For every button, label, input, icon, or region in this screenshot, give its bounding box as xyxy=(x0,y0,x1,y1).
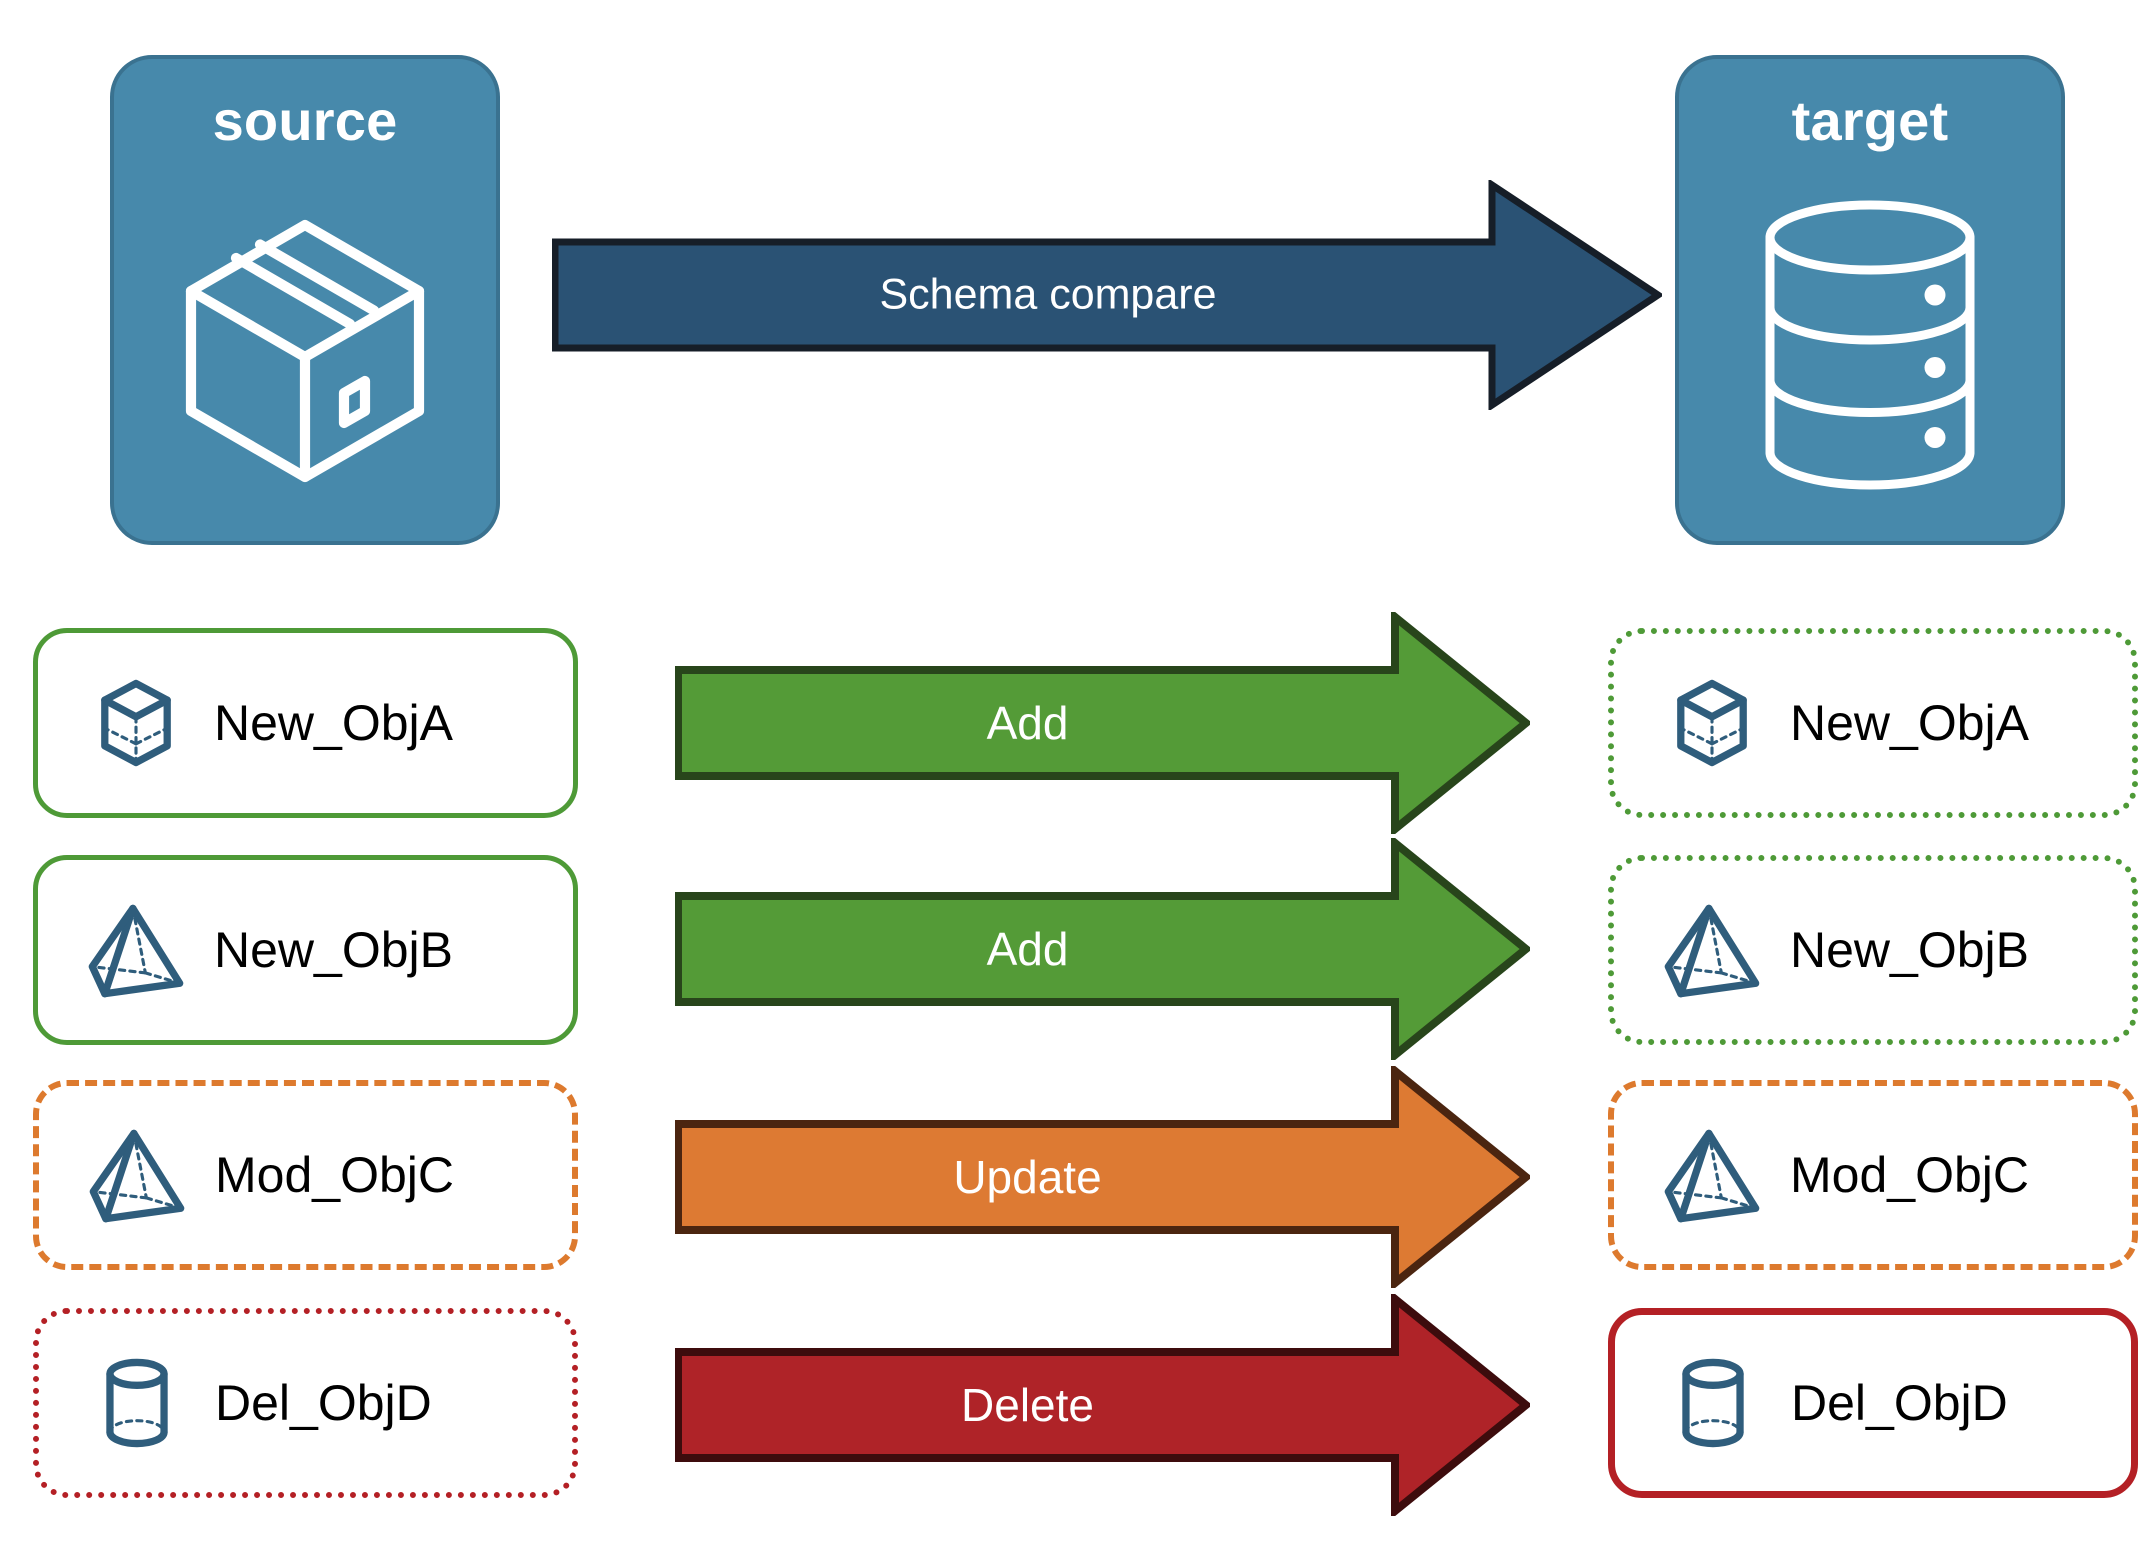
target-object-card[interactable]: New_ObjB xyxy=(1608,855,2138,1045)
target-object-card[interactable]: New_ObjA xyxy=(1608,628,2138,818)
wireframe-pyramid-icon xyxy=(1660,898,1764,1002)
wireframe-cylinder-icon xyxy=(85,1351,189,1455)
action-arrow-add-1[interactable]: Add xyxy=(674,608,1533,838)
package-box-icon xyxy=(114,149,496,541)
wireframe-pyramid-icon xyxy=(1660,1123,1764,1227)
target-object-label: Mod_ObjC xyxy=(1790,1147,2029,1203)
wireframe-pyramid-icon xyxy=(85,1123,189,1227)
target-object-label: New_ObjA xyxy=(1790,695,2029,751)
source-object-card[interactable]: New_ObjB xyxy=(33,855,578,1045)
target-object-card[interactable]: Del_ObjD xyxy=(1608,1308,2138,1498)
schema-compare-arrow[interactable]: Schema compare xyxy=(551,178,1665,412)
wireframe-pyramid-icon xyxy=(84,898,188,1002)
source-object-label: New_ObjA xyxy=(214,695,453,751)
source-object-label: New_ObjB xyxy=(214,922,453,978)
source-object-label: Mod_ObjC xyxy=(215,1147,454,1203)
wireframe-cylinder-icon xyxy=(1661,1351,1765,1455)
source-panel[interactable]: source xyxy=(110,55,500,545)
wireframe-cube-icon xyxy=(1660,671,1764,775)
target-panel[interactable]: target xyxy=(1675,55,2065,545)
database-cylinder-icon xyxy=(1679,149,2061,541)
source-object-card[interactable]: New_ObjA xyxy=(33,628,578,818)
target-panel-title: target xyxy=(1791,89,1949,152)
action-arrow-update[interactable]: Update xyxy=(674,1062,1533,1292)
action-arrow-add-2[interactable]: Add xyxy=(674,834,1533,1064)
action-arrow-delete[interactable]: Delete xyxy=(674,1290,1533,1520)
source-object-card[interactable]: Mod_ObjC xyxy=(33,1080,578,1270)
wireframe-cube-icon xyxy=(84,671,188,775)
source-object-card[interactable]: Del_ObjD xyxy=(33,1308,578,1498)
source-object-label: Del_ObjD xyxy=(215,1375,432,1431)
source-panel-title: source xyxy=(212,89,398,152)
target-object-label: New_ObjB xyxy=(1790,922,2029,978)
target-object-card[interactable]: Mod_ObjC xyxy=(1608,1080,2138,1270)
target-object-label: Del_ObjD xyxy=(1791,1375,2008,1431)
